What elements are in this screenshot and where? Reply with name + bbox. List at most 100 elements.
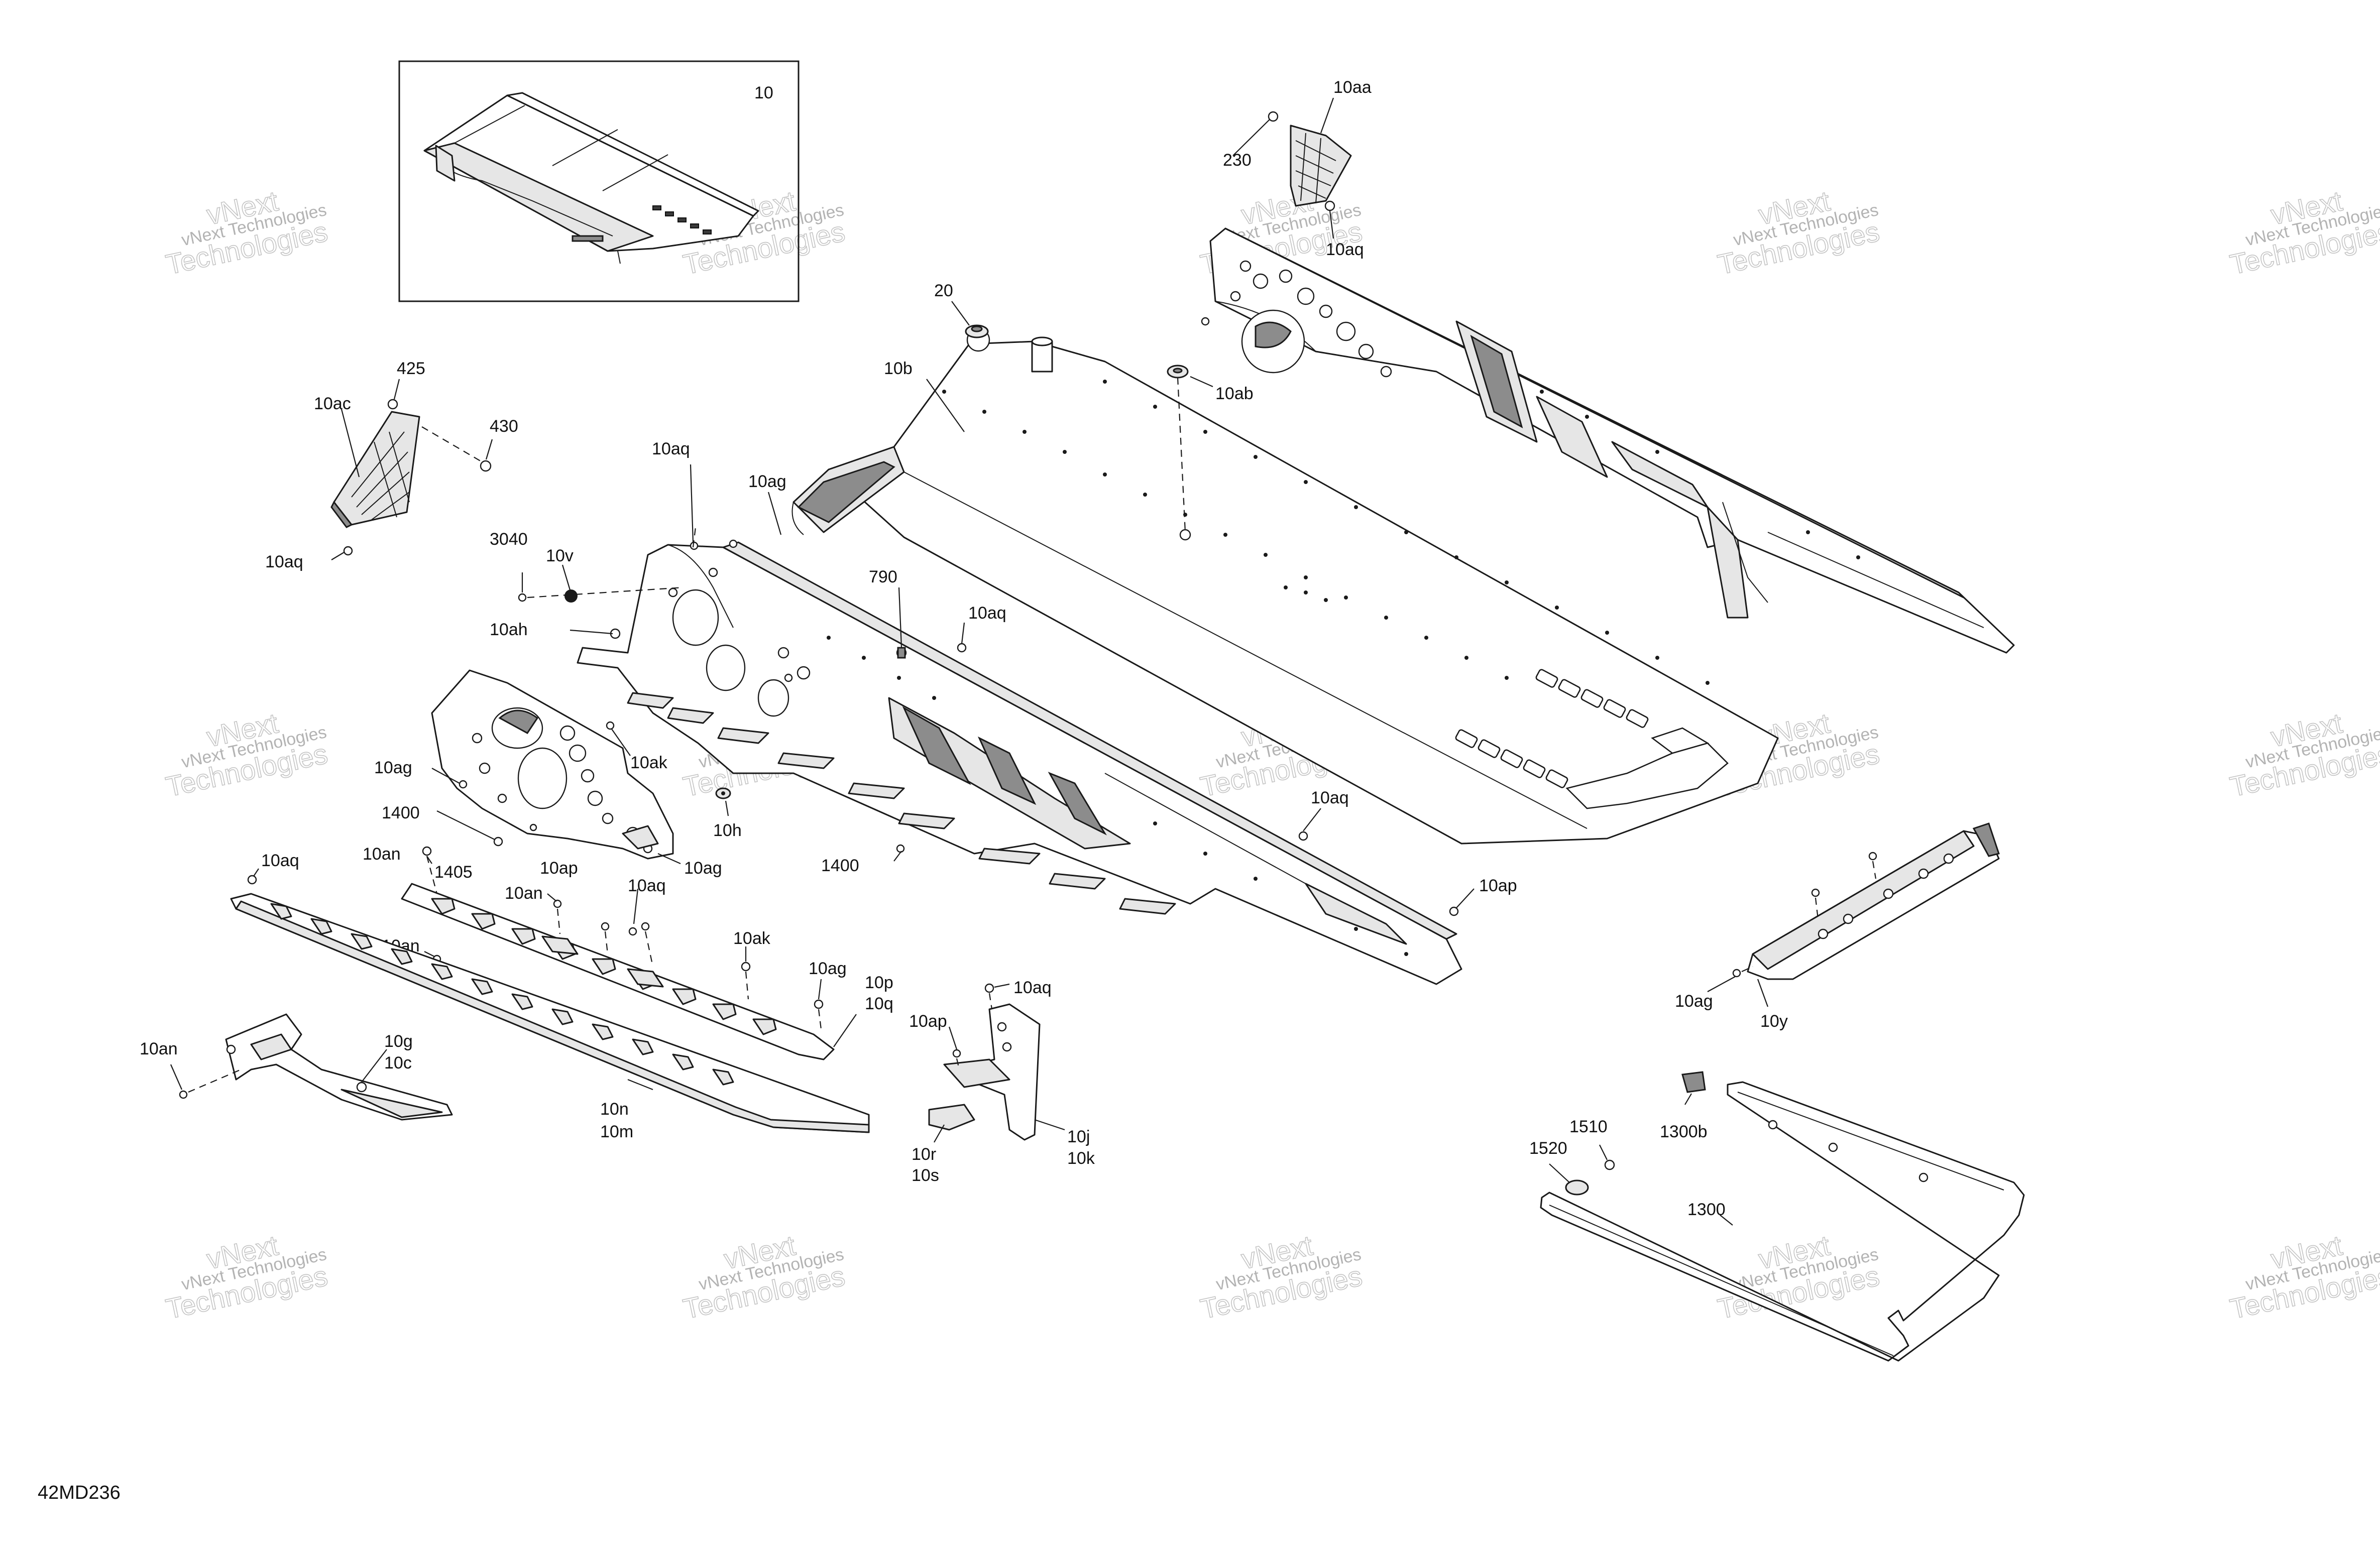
part-10h-washer[interactable]: 10h [713,787,742,840]
rail-teeth [431,898,777,1035]
callout-10an: 10an [140,1039,178,1058]
callout-10aq: 10aq [1326,240,1364,259]
callout-10v: 10v [546,546,574,565]
watermark: vNext vNext Technologies Technologies [2227,706,2380,803]
callout-10: 10 [754,83,773,102]
lower-rail-tabs [627,692,1176,915]
washer-icon [1565,1179,1589,1196]
part-1300-rear-bumper[interactable]: 1300b 1510 1520 1300 [1529,1071,2025,1362]
plug-icon [897,647,906,659]
tunnel-left-side-panel[interactable]: 10aq 10ag 3040 10v 790 10aq 10ah 10aq 10… [490,439,1517,985]
screw-icon [247,875,257,885]
watermark: vNext vNext Technologies Technologies [680,1229,848,1325]
callout-10aq: 10aq [1013,978,1052,997]
part-10ac-vent[interactable]: 425 10ac 430 10aq [265,359,518,571]
callout-10ap: 10ap [909,1012,947,1031]
watermark: vNext vNext Technologies Technologies [2227,1229,2380,1325]
part-20-vent-cap[interactable]: 20 [934,281,989,338]
screw-icon [343,546,353,556]
rivet-icon [529,823,537,832]
inset-frame [398,60,800,302]
screw-icon [952,1049,961,1058]
callout-10ag: 10ag [809,959,847,978]
nut-icon [480,460,492,472]
watermark: vNext vNext Technologies Technologies [1715,184,1882,281]
callout-1405: 1405 [434,863,473,882]
callout-10r: 10r [912,1145,936,1164]
part-10ak-side-plate[interactable]: 10ak 10ag 1400 10ag [374,669,722,878]
part-10aa-vent[interactable]: 10aa 230 10aq [1223,78,1372,259]
part-10y-rear-rail[interactable]: 10ag 10y [1675,822,2000,1031]
callout-10q: 10q [865,994,893,1013]
callout-20: 20 [934,281,953,300]
rivet-pattern [942,380,1710,685]
callout-10p: 10p [865,973,893,992]
callout-1400: 1400 [382,803,420,822]
screw-icon [984,983,994,993]
callout-10h: 10h [713,821,742,840]
watermark: vNext vNext Technologies Technologies [163,184,330,281]
part-10p-front-rail[interactable]: 10an 1405 10ap 10an 10aq 10ak 10an 10ag … [363,845,893,1060]
callout-10aq: 10aq [628,876,666,895]
callout-10ag: 10ag [748,472,786,491]
callout-10ak: 10ak [630,753,668,772]
part-1300b-clamp[interactable] [1681,1071,1706,1093]
callout-1510: 1510 [1569,1117,1608,1136]
callout-10ah: 10ah [490,620,528,639]
part-10j-vertical-bracket[interactable]: 10aq 10ap 10r 10s 10j 10k [909,978,1095,1185]
diagram-reference-code: 42MD236 [38,1482,121,1503]
callout-10ap: 10ap [540,859,578,878]
callout-425: 425 [397,359,425,378]
screw-icon [741,962,751,972]
inset-tunnel-drawing [423,92,759,264]
screw-icon [493,837,503,847]
tunnel-rear-slots [1455,669,1729,809]
watermark: vNext vNext Technologies Technologies [1715,1229,1882,1325]
watermark: vNext vNext Technologies Technologies [163,706,330,803]
part-10b-tunnel-top[interactable]: 10b [791,328,1779,845]
screw-icon [422,846,432,856]
callout-10ac: 10ac [314,394,351,413]
callout-10y: 10y [1760,1012,1788,1031]
callout-230: 230 [1223,151,1252,170]
callout-790: 790 [869,567,897,586]
screw-icon [1811,888,1820,897]
callout-10ag: 10ag [684,859,722,878]
screw-icon [553,899,562,908]
callout-10c: 10c [384,1053,412,1073]
callout-10aa: 10aa [1333,78,1372,97]
screw-icon [387,399,398,410]
screw-icon [1604,1159,1615,1170]
callout-10ap: 10ap [1479,876,1517,895]
callout-10m: 10m [600,1122,633,1141]
callout-10s: 10s [912,1166,939,1185]
screw-icon [459,780,468,789]
callout-1300b: 1300b [1660,1122,1708,1141]
callout-10aq: 10aq [1311,788,1349,807]
part-10n-running-board-rail[interactable]: 10aq 10n 10m [230,851,870,1141]
callout-10ak: 10ak [733,929,771,948]
watermark: vNext vNext Technologies Technologies [163,1229,330,1325]
callout-10an: 10an [363,845,401,864]
callout-10ab: 10ab [1215,384,1254,403]
assembly-inset[interactable]: 10 [398,60,800,302]
callout-10ag: 10ag [1675,992,1713,1011]
callout-10n: 10n [600,1100,629,1119]
callout-3040: 3040 [490,530,528,549]
part-10g-front-bracket[interactable]: 10an 10g 10c [140,1013,453,1121]
callout-10aq: 10aq [261,851,299,870]
tunnel-right-side-panel[interactable] [1201,227,2015,654]
callout-10b: 10b [884,359,913,378]
screw-icon [814,999,824,1009]
callout-10aq: 10aq [265,552,303,571]
rivet-icon [564,589,578,603]
screw-icon [518,593,527,602]
callout-10aq: 10aq [968,604,1006,623]
part-10ab-grommet[interactable]: 10ab [1167,365,1254,533]
screw-icon [628,927,637,936]
watermark: vNext vNext Technologies Technologies [1197,1229,1365,1325]
screw-icon [641,922,650,931]
rail-notches [270,903,734,1086]
callout-10g: 10g [384,1032,413,1051]
